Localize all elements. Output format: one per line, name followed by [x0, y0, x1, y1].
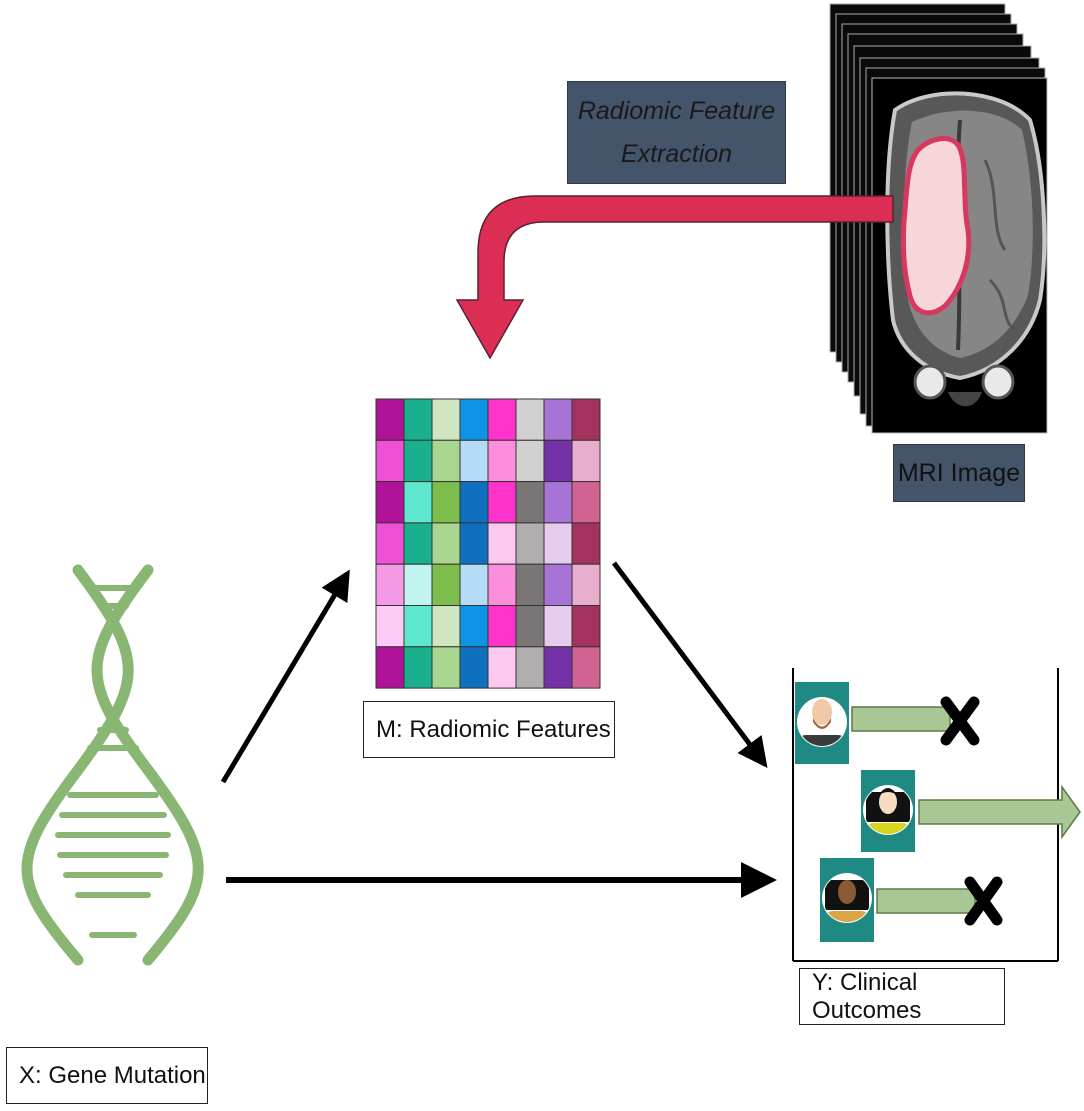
feature-cell — [487, 605, 517, 648]
feature-cell — [431, 439, 461, 483]
brain-scan — [885, 91, 1047, 407]
feature-cell — [375, 646, 405, 689]
feature-cell — [403, 398, 433, 441]
feature-cell — [431, 605, 461, 648]
feature-cell — [459, 605, 489, 648]
feature-cell — [431, 398, 461, 441]
mediator-label: M: Radiomic Features — [363, 701, 615, 758]
feature-cell — [571, 398, 601, 441]
feature-cell — [459, 646, 489, 689]
feature-cell — [431, 563, 461, 607]
extraction-label-line1: Radiomic Feature — [577, 96, 776, 125]
feature-cell — [487, 439, 517, 483]
feature-cell — [515, 481, 545, 524]
feature-cell — [375, 439, 405, 483]
feature-cell — [543, 481, 573, 524]
outcome-label: Y: Clinical Outcomes — [799, 968, 1005, 1025]
feature-cell — [515, 563, 545, 607]
feature-cell — [431, 646, 461, 689]
feature-cell — [403, 646, 433, 689]
feature-cell — [459, 563, 489, 607]
feature-cell — [543, 563, 573, 607]
feature-cell — [431, 522, 461, 565]
feature-cell — [487, 563, 517, 607]
feature-cell — [543, 439, 573, 483]
feature-cell — [543, 522, 573, 565]
feature-cell — [487, 646, 517, 689]
feature-cell — [403, 481, 433, 524]
feature-cell — [487, 522, 517, 565]
extraction-label-line2: Extraction — [620, 139, 733, 168]
patient-2-row — [861, 770, 1081, 852]
feature-cell — [459, 398, 489, 441]
feature-cell — [571, 439, 601, 483]
feature-cell — [375, 522, 405, 565]
extraction-label: Radiomic Feature Extraction — [567, 81, 786, 184]
feature-cell — [375, 398, 405, 441]
feature-cell — [515, 522, 545, 565]
feature-cell — [375, 605, 405, 648]
patient-1-row — [795, 682, 980, 764]
mri-label: MRI Image — [893, 444, 1025, 502]
feature-cell — [543, 398, 573, 441]
feature-cell — [487, 481, 517, 524]
dna-helix-icon — [21, 564, 204, 966]
feature-cell — [515, 646, 545, 689]
feature-cell — [571, 605, 601, 648]
feature-cell — [571, 646, 601, 689]
m-to-y-arrow — [611, 561, 768, 769]
event-cross-icon — [940, 696, 980, 746]
feature-cell — [431, 481, 461, 524]
feature-cell — [515, 439, 545, 483]
feature-cell — [571, 522, 601, 565]
feature-cell — [515, 398, 545, 441]
feature-cell — [403, 605, 433, 648]
tumor-region — [900, 136, 972, 316]
feature-cell — [459, 439, 489, 483]
feature-cell — [487, 398, 517, 441]
feature-cell — [543, 605, 573, 648]
censored-arrow — [918, 784, 1081, 840]
event-cross-icon — [964, 876, 1003, 926]
exposure-label: X: Gene Mutation — [6, 1047, 208, 1104]
feature-cell — [403, 563, 433, 607]
feature-cell — [403, 439, 433, 483]
x-to-m-arrow — [220, 569, 350, 784]
patient-3-row — [820, 858, 1003, 942]
feature-cell — [571, 481, 601, 524]
feature-cell — [375, 563, 405, 607]
feature-cell — [375, 481, 405, 524]
feature-cell — [571, 563, 601, 607]
feature-cell — [459, 481, 489, 524]
radiomic-feature-matrix — [375, 398, 601, 689]
feature-cell — [543, 646, 573, 689]
feature-cell — [459, 522, 489, 565]
feature-cell — [403, 522, 433, 565]
feature-cell — [515, 605, 545, 648]
extraction-arrow — [455, 195, 894, 360]
